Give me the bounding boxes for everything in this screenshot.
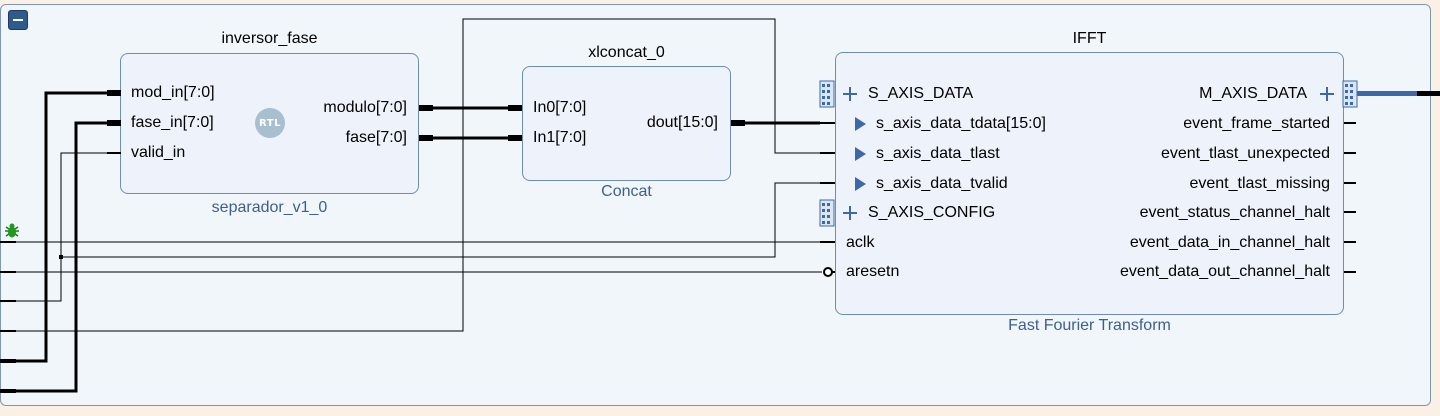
pin-event-data-in-channel-halt[interactable] — [1344, 241, 1356, 243]
port-fase-label: fase[7:0] — [345, 129, 407, 146]
pin-tlast[interactable] — [820, 152, 835, 154]
port-valid-in-label: valid_in — [131, 144, 186, 161]
net-valid-in[interactable] — [0, 152, 107, 302]
fft-instance-name: IFFT — [1072, 30, 1107, 47]
m-axis-data-interface-label: M_AXIS_DATA — [1199, 85, 1307, 102]
pin-dout[interactable] — [731, 120, 745, 126]
port-modulo-label: modulo[7:0] — [323, 99, 407, 116]
bug-icon[interactable] — [5, 223, 19, 238]
port-in1-label: In1[7:0] — [533, 129, 587, 146]
concat-instance-name: xlconcat_0 — [588, 44, 665, 61]
expand-tvalid-icon[interactable] — [855, 177, 866, 191]
pin-event-tlast-unexpected[interactable] — [1344, 152, 1356, 154]
pin-aclk[interactable] — [820, 241, 835, 243]
net-m-axis-data[interactable] — [1357, 91, 1417, 96]
ext-port-mod[interactable] — [0, 359, 16, 363]
pin-in1[interactable] — [508, 135, 522, 141]
s-axis-data-interface-label: S_AXIS_DATA — [868, 85, 974, 102]
port-event-data-out-channel-halt-label: event_data_out_channel_halt — [1120, 263, 1330, 280]
pin-in0[interactable] — [508, 105, 522, 111]
expand-tlast-icon[interactable] — [855, 147, 866, 161]
concat-ip-name: Concat — [601, 183, 652, 200]
port-tdata-label: s_axis_data_tdata[15:0] — [876, 115, 1046, 132]
port-event-frame-started-label: event_frame_started — [1183, 115, 1330, 132]
port-aclk-label: aclk — [846, 234, 875, 251]
ext-port-aclk[interactable] — [0, 241, 16, 243]
pin-tdata[interactable] — [820, 122, 835, 124]
port-in0-label: In0[7:0] — [533, 99, 587, 116]
pin-valid-in[interactable] — [107, 152, 121, 154]
s-axis-config-interface-label: S_AXIS_CONFIG — [868, 204, 996, 221]
port-event-tlast-unexpected-label: event_tlast_unexpected — [1160, 145, 1330, 162]
rtl-badge-icon: RTL — [255, 108, 285, 138]
net-fase-in[interactable] — [0, 121, 107, 393]
port-mod-in-label: mod_in[7:0] — [131, 84, 215, 101]
bus-interface-m-axis-data-icon[interactable] — [1342, 80, 1358, 108]
port-tlast-label: s_axis_data_tlast — [876, 145, 1000, 162]
separador-instance-name: inversor_fase — [221, 30, 318, 47]
minus-icon — [13, 19, 23, 21]
plus-s-axis-config-icon[interactable] — [843, 206, 857, 220]
port-event-status-channel-halt-label: event_status_channel_halt — [1139, 204, 1330, 221]
net-mod-in[interactable] — [0, 91, 107, 363]
ext-port-aresetn[interactable] — [0, 271, 16, 273]
port-event-tlast-missing-label: event_tlast_missing — [1189, 175, 1330, 192]
pin-fase-in[interactable] — [107, 120, 121, 126]
pin-event-frame-started[interactable] — [1344, 122, 1356, 124]
port-fase-in-label: fase_in[7:0] — [131, 114, 214, 131]
port-aresetn-label: aresetn — [846, 263, 900, 280]
ext-port-m-axis-data[interactable] — [1417, 91, 1440, 96]
pin-tvalid[interactable] — [820, 182, 835, 184]
net-tlast[interactable] — [0, 18, 820, 332]
pin-aresetn-bubble[interactable] — [823, 267, 833, 277]
port-dout-label: dout[15:0] — [646, 114, 718, 131]
net-tvalid[interactable] — [61, 182, 820, 258]
ext-port-fase[interactable] — [0, 389, 16, 393]
plus-s-axis-data-icon[interactable] — [843, 87, 857, 101]
fft-block[interactable] — [835, 52, 1344, 315]
plus-m-axis-data-icon[interactable] — [1320, 87, 1334, 101]
pin-event-tlast-missing[interactable] — [1344, 182, 1356, 184]
bus-interface-s-axis-data-icon[interactable] — [819, 80, 835, 108]
net-junction — [59, 255, 63, 259]
ext-port-valid[interactable] — [0, 300, 16, 302]
pin-modulo[interactable] — [419, 105, 433, 111]
concat-block[interactable] — [522, 66, 731, 181]
port-event-data-in-channel-halt-label: event_data_in_channel_halt — [1129, 234, 1330, 251]
port-tvalid-label: s_axis_data_tvalid — [876, 175, 1008, 192]
pin-event-status-channel-halt[interactable] — [1344, 211, 1356, 213]
bus-interface-s-axis-config-icon[interactable] — [819, 199, 835, 227]
expand-tdata-icon[interactable] — [855, 117, 866, 131]
separador-ip-name: separador_v1_0 — [211, 199, 328, 216]
ext-port-tlast[interactable] — [0, 330, 16, 332]
pin-mod-in[interactable] — [107, 90, 121, 96]
pin-fase[interactable] — [419, 135, 433, 141]
pin-event-data-out-channel-halt[interactable] — [1344, 271, 1356, 273]
collapse-button[interactable] — [8, 10, 28, 30]
fft-ip-name: Fast Fourier Transform — [1008, 317, 1171, 334]
